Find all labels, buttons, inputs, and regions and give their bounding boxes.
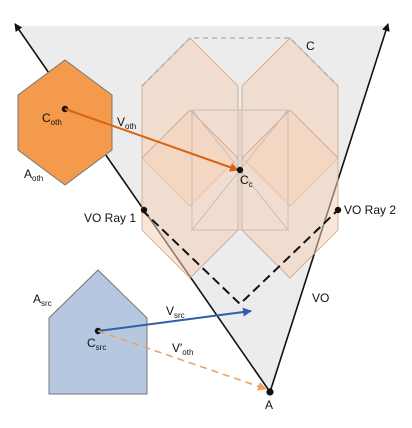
c-c-point [236,166,244,174]
label-v-src: Vsrc [166,304,185,320]
label-vo-ray-1: VO Ray 1 [84,211,136,225]
minkowski-hexagon-bottom-right [241,109,339,279]
v-oth-arrow [64,108,239,172]
v-oth-prime-arrow [97,330,267,391]
label-v-oth-prime: V′oth [172,341,193,357]
other-agent-hexagon [17,59,113,186]
v-src-arrow [97,307,252,332]
label-a-oth: Aoth [24,167,43,183]
apex-point [266,388,274,396]
label-c-oth: Coth [42,111,62,127]
label-a-src: Asrc [33,292,52,308]
label-c-src: Csrc [87,336,106,352]
label-set-c: C [306,39,315,53]
label-apex: A [265,398,273,412]
vo-ray-2-tangent-point [334,206,342,214]
minkowski-lower-dashed-outline [141,209,339,306]
minkowski-sum-set [141,37,339,279]
label-v-oth: Voth [117,115,136,131]
minkowski-upper-dashed-outline [141,37,339,87]
vo-ray-1-tangent-point [140,206,148,214]
minkowski-hexagon-bottom-left [141,109,239,279]
label-vo-ray-2: VO Ray 2 [344,203,396,217]
label-c-c: Cc [240,173,253,189]
label-vo: VO [312,291,329,305]
